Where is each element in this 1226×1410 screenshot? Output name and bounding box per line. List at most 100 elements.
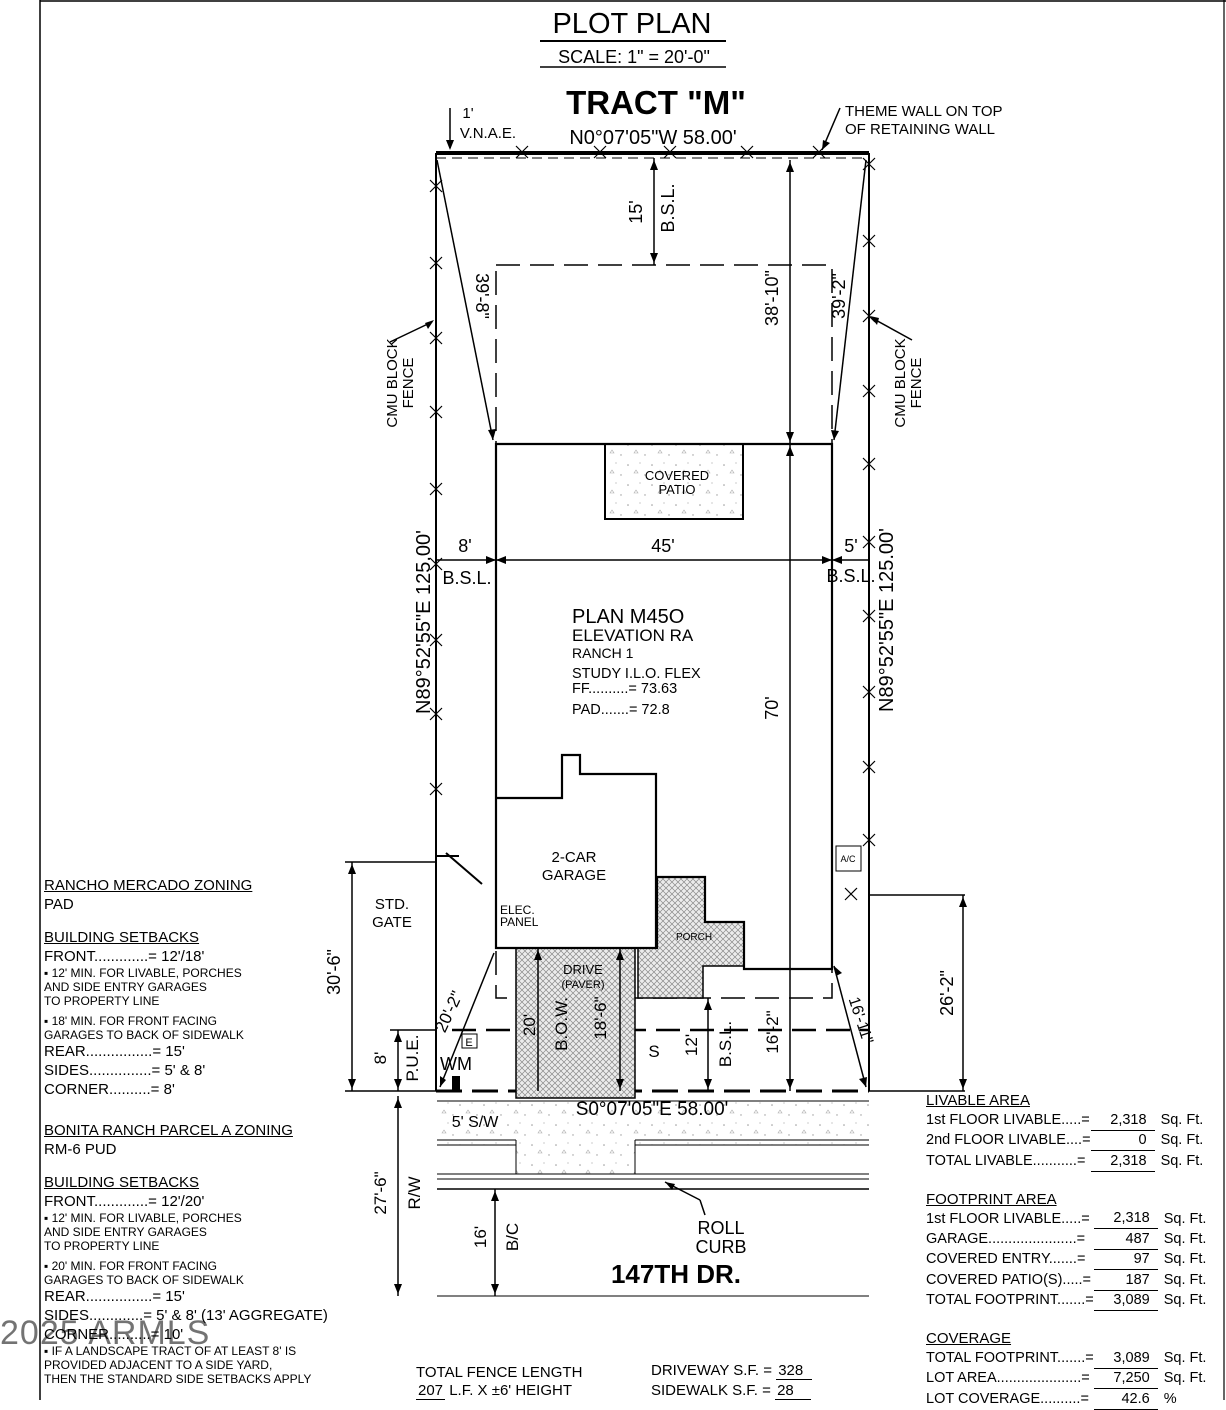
plan-study: STUDY I.L.O. FLEX <box>572 666 701 682</box>
vnae-dim: 1' <box>462 105 473 122</box>
zoning-heading-2: BONITA RANCH PARCEL A ZONING <box>44 1122 293 1139</box>
dimension-arrows <box>348 140 967 1294</box>
plan-elevation: ELEVATION RA <box>572 626 694 645</box>
svg-text:FENCE: FENCE <box>400 358 417 409</box>
tract-label: TRACT "M" <box>566 84 746 121</box>
garage-outline <box>496 753 658 948</box>
fence-length-label: TOTAL FENCE LENGTH <box>416 1364 583 1381</box>
setbacks-heading: BUILDING SETBACKS <box>44 929 200 946</box>
ac-unit <box>835 845 862 872</box>
dim-16: 16' <box>471 1226 490 1248</box>
dim-20: 20' <box>520 1014 539 1036</box>
livable-heading: LIVABLE AREA <box>926 1092 1030 1109</box>
rw-label: R/W <box>405 1176 424 1209</box>
ac-label: A/C <box>840 854 856 864</box>
front-bearing: S0°07'05"E 58.00' <box>576 1099 729 1120</box>
fence-length-value: 207 L.F. X ±6' HEIGHT <box>416 1382 572 1400</box>
dim-27-6: 27'-6" <box>371 1171 390 1214</box>
bow-label: B.O.W. <box>552 997 571 1051</box>
drive-label: DRIVE <box>563 962 603 977</box>
std-gate-label: STD. <box>375 896 409 913</box>
garage-label: 2-CAR <box>551 849 596 866</box>
dim-18-6: 18'-6" <box>591 996 610 1039</box>
svg-text:PATIO: PATIO <box>658 482 695 497</box>
right-setback-dim: 5' <box>844 536 857 556</box>
svg-text:(PAVER): (PAVER) <box>562 979 605 991</box>
roll-curb-label: ROLL <box>697 1218 744 1238</box>
dim-16-2: 16'-2" <box>763 1010 782 1053</box>
dim-38-10: 38'-10" <box>762 270 782 326</box>
dim-39-8: 39'-8" <box>472 273 492 319</box>
svg-text:GARAGE: GARAGE <box>542 867 606 884</box>
plan-pad: PAD.......= 72.8 <box>572 702 670 718</box>
bc-label: B/C <box>503 1223 522 1251</box>
std-gate <box>437 852 483 885</box>
zoning-zone: PAD <box>44 896 74 913</box>
table-row: LOT COVERAGE..........=42.6% <box>926 1388 1206 1410</box>
theme-wall-label: THEME WALL ON TOP <box>845 103 1003 120</box>
svg-text:PANEL: PANEL <box>500 915 539 929</box>
plan-ff: FF..........= 73.63 <box>572 681 677 697</box>
driveway <box>515 947 636 1099</box>
zoning-zone-2: RM-6 PUD <box>44 1141 117 1158</box>
street-name: 147TH DR. <box>611 1259 741 1289</box>
page-title: PLOT PLAN <box>552 8 711 40</box>
sidewalk-label: 5' S/W <box>452 1114 500 1131</box>
house-footprint <box>494 442 834 971</box>
wm-label: WM <box>440 1054 472 1074</box>
front-bsl-label: B.S.L. <box>716 1021 735 1067</box>
left-bsl-label: B.S.L. <box>442 568 491 588</box>
plan-ranch: RANCH 1 <box>572 645 634 661</box>
depth-dim: 70' <box>762 696 782 719</box>
vnae-label: V.N.A.E. <box>460 125 516 142</box>
covered-patio-label: COVERED <box>645 468 709 483</box>
setback-front: FRONT.............= 12'/18' <box>44 948 205 965</box>
driveway-sf: DRIVEWAY S.F. = 328 <box>651 1362 813 1380</box>
setback-corner: CORNER..........= 8' <box>44 1081 175 1098</box>
scale-label: SCALE: 1" = 20'-0" <box>558 47 710 67</box>
setback-rear: REAR................= 15' <box>44 1043 185 1060</box>
svg-text:FENCE: FENCE <box>908 358 925 409</box>
rear-setback-dim: 15' <box>626 200 646 223</box>
right-bsl-label: B.S.L. <box>826 566 875 586</box>
dim-16-11: 16'-11" <box>845 995 876 1046</box>
dim-30-6: 30'-6" <box>324 949 344 995</box>
pue-label: P.U.E. <box>403 1035 422 1082</box>
elec-panel-label: ELEC. <box>500 903 535 917</box>
dimension-lines <box>345 107 965 1296</box>
setbacks-heading-2: BUILDING SETBACKS <box>44 1174 200 1191</box>
rear-bearing: N0°07'05"W 58.00' <box>569 127 736 149</box>
rear-bsl-label: B.S.L. <box>658 183 678 232</box>
dim-39-2: 39'-2" <box>829 273 849 319</box>
area-summary-panel: LIVABLE AREA 1st FLOOR LIVABLE.....=2,31… <box>926 1091 1224 1410</box>
s-marker: S <box>648 1042 659 1061</box>
e-box-label: E <box>465 1037 472 1049</box>
watermark: 2025 ARMLS <box>0 1314 211 1352</box>
left-setback-dim: 8' <box>458 536 471 556</box>
coverage-heading: COVERAGE <box>926 1330 1012 1347</box>
covered-patio <box>604 443 744 520</box>
zoning-heading: RANCHO MERCADO ZONING <box>44 877 253 894</box>
svg-text:CURB: CURB <box>695 1237 746 1257</box>
porch-label: PORCH <box>676 932 712 943</box>
cmu-fence-right: CMU BLOCK <box>892 338 909 427</box>
electric-box <box>461 1033 478 1049</box>
dim-8: 8' <box>371 1052 390 1065</box>
water-meter <box>452 1076 460 1090</box>
sidewalk-sf: SIDEWALK S.F. = 28 <box>651 1382 812 1400</box>
svg-text:OF RETAINING WALL: OF RETAINING WALL <box>845 121 995 138</box>
svg-text:GATE: GATE <box>372 914 412 931</box>
sidewalk-and-street <box>437 1100 869 1297</box>
